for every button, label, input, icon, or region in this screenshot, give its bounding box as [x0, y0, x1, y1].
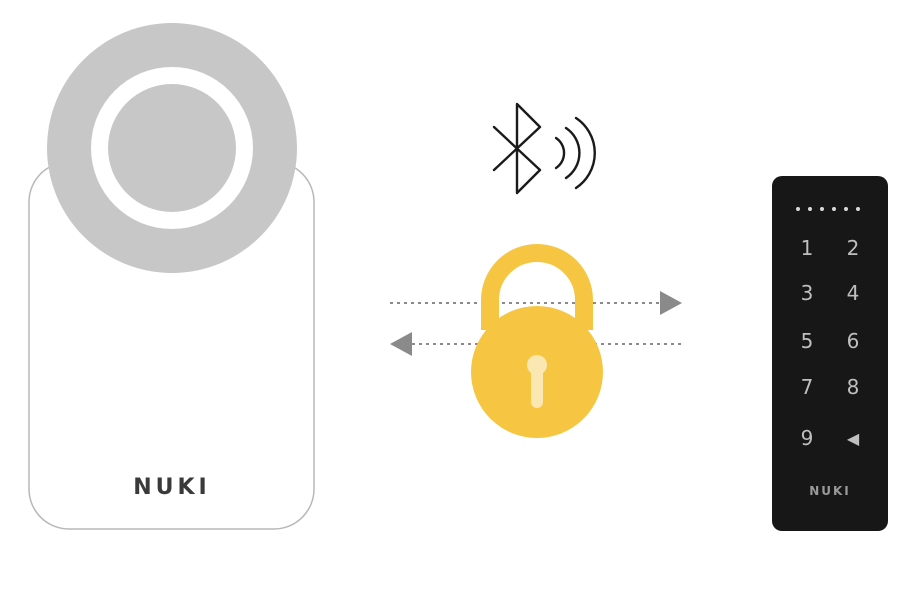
arrow-right-head: [660, 291, 682, 315]
smart-lock-knob-inner: [108, 84, 236, 212]
keypad-key-5[interactable]: 5: [801, 329, 814, 353]
keyhole-slot: [531, 365, 543, 408]
signal-wave-medium: [564, 126, 581, 180]
keypad-key-6[interactable]: 6: [847, 329, 860, 353]
keypad-indicator-dots: [796, 207, 860, 211]
keypad-keys: 1 2 3 4 5 6 7 8 9 ◀: [801, 236, 860, 450]
bluetooth-signal-icon: [492, 102, 596, 195]
keypad-key-8[interactable]: 8: [847, 375, 860, 399]
padlock-icon: [471, 244, 603, 438]
keypad-key-2[interactable]: 2: [847, 236, 860, 260]
padlock-shackle: [481, 244, 593, 330]
smart-lock-brand-logo: NUKI: [133, 475, 211, 500]
keypad-body: [772, 176, 888, 531]
keypad-device: 1 2 3 4 5 6 7 8 9 ◀ NUKI: [772, 176, 888, 531]
keypad-key-1[interactable]: 1: [801, 236, 814, 260]
smart-lock-device: NUKI: [28, 23, 315, 530]
signal-wave-small: [554, 136, 566, 170]
keypad-key-9[interactable]: 9: [801, 426, 814, 450]
keypad-key-back[interactable]: ◀: [847, 429, 860, 448]
keypad-brand-logo: NUKI: [809, 484, 851, 498]
bluetooth-icon: [492, 102, 542, 195]
keypad-key-3[interactable]: 3: [801, 281, 814, 305]
arrow-to-keypad: [390, 291, 682, 315]
arrow-left-head: [390, 332, 412, 356]
keypad-key-7[interactable]: 7: [801, 375, 814, 399]
keypad-key-4[interactable]: 4: [847, 281, 860, 305]
signal-wave-large: [574, 116, 596, 190]
